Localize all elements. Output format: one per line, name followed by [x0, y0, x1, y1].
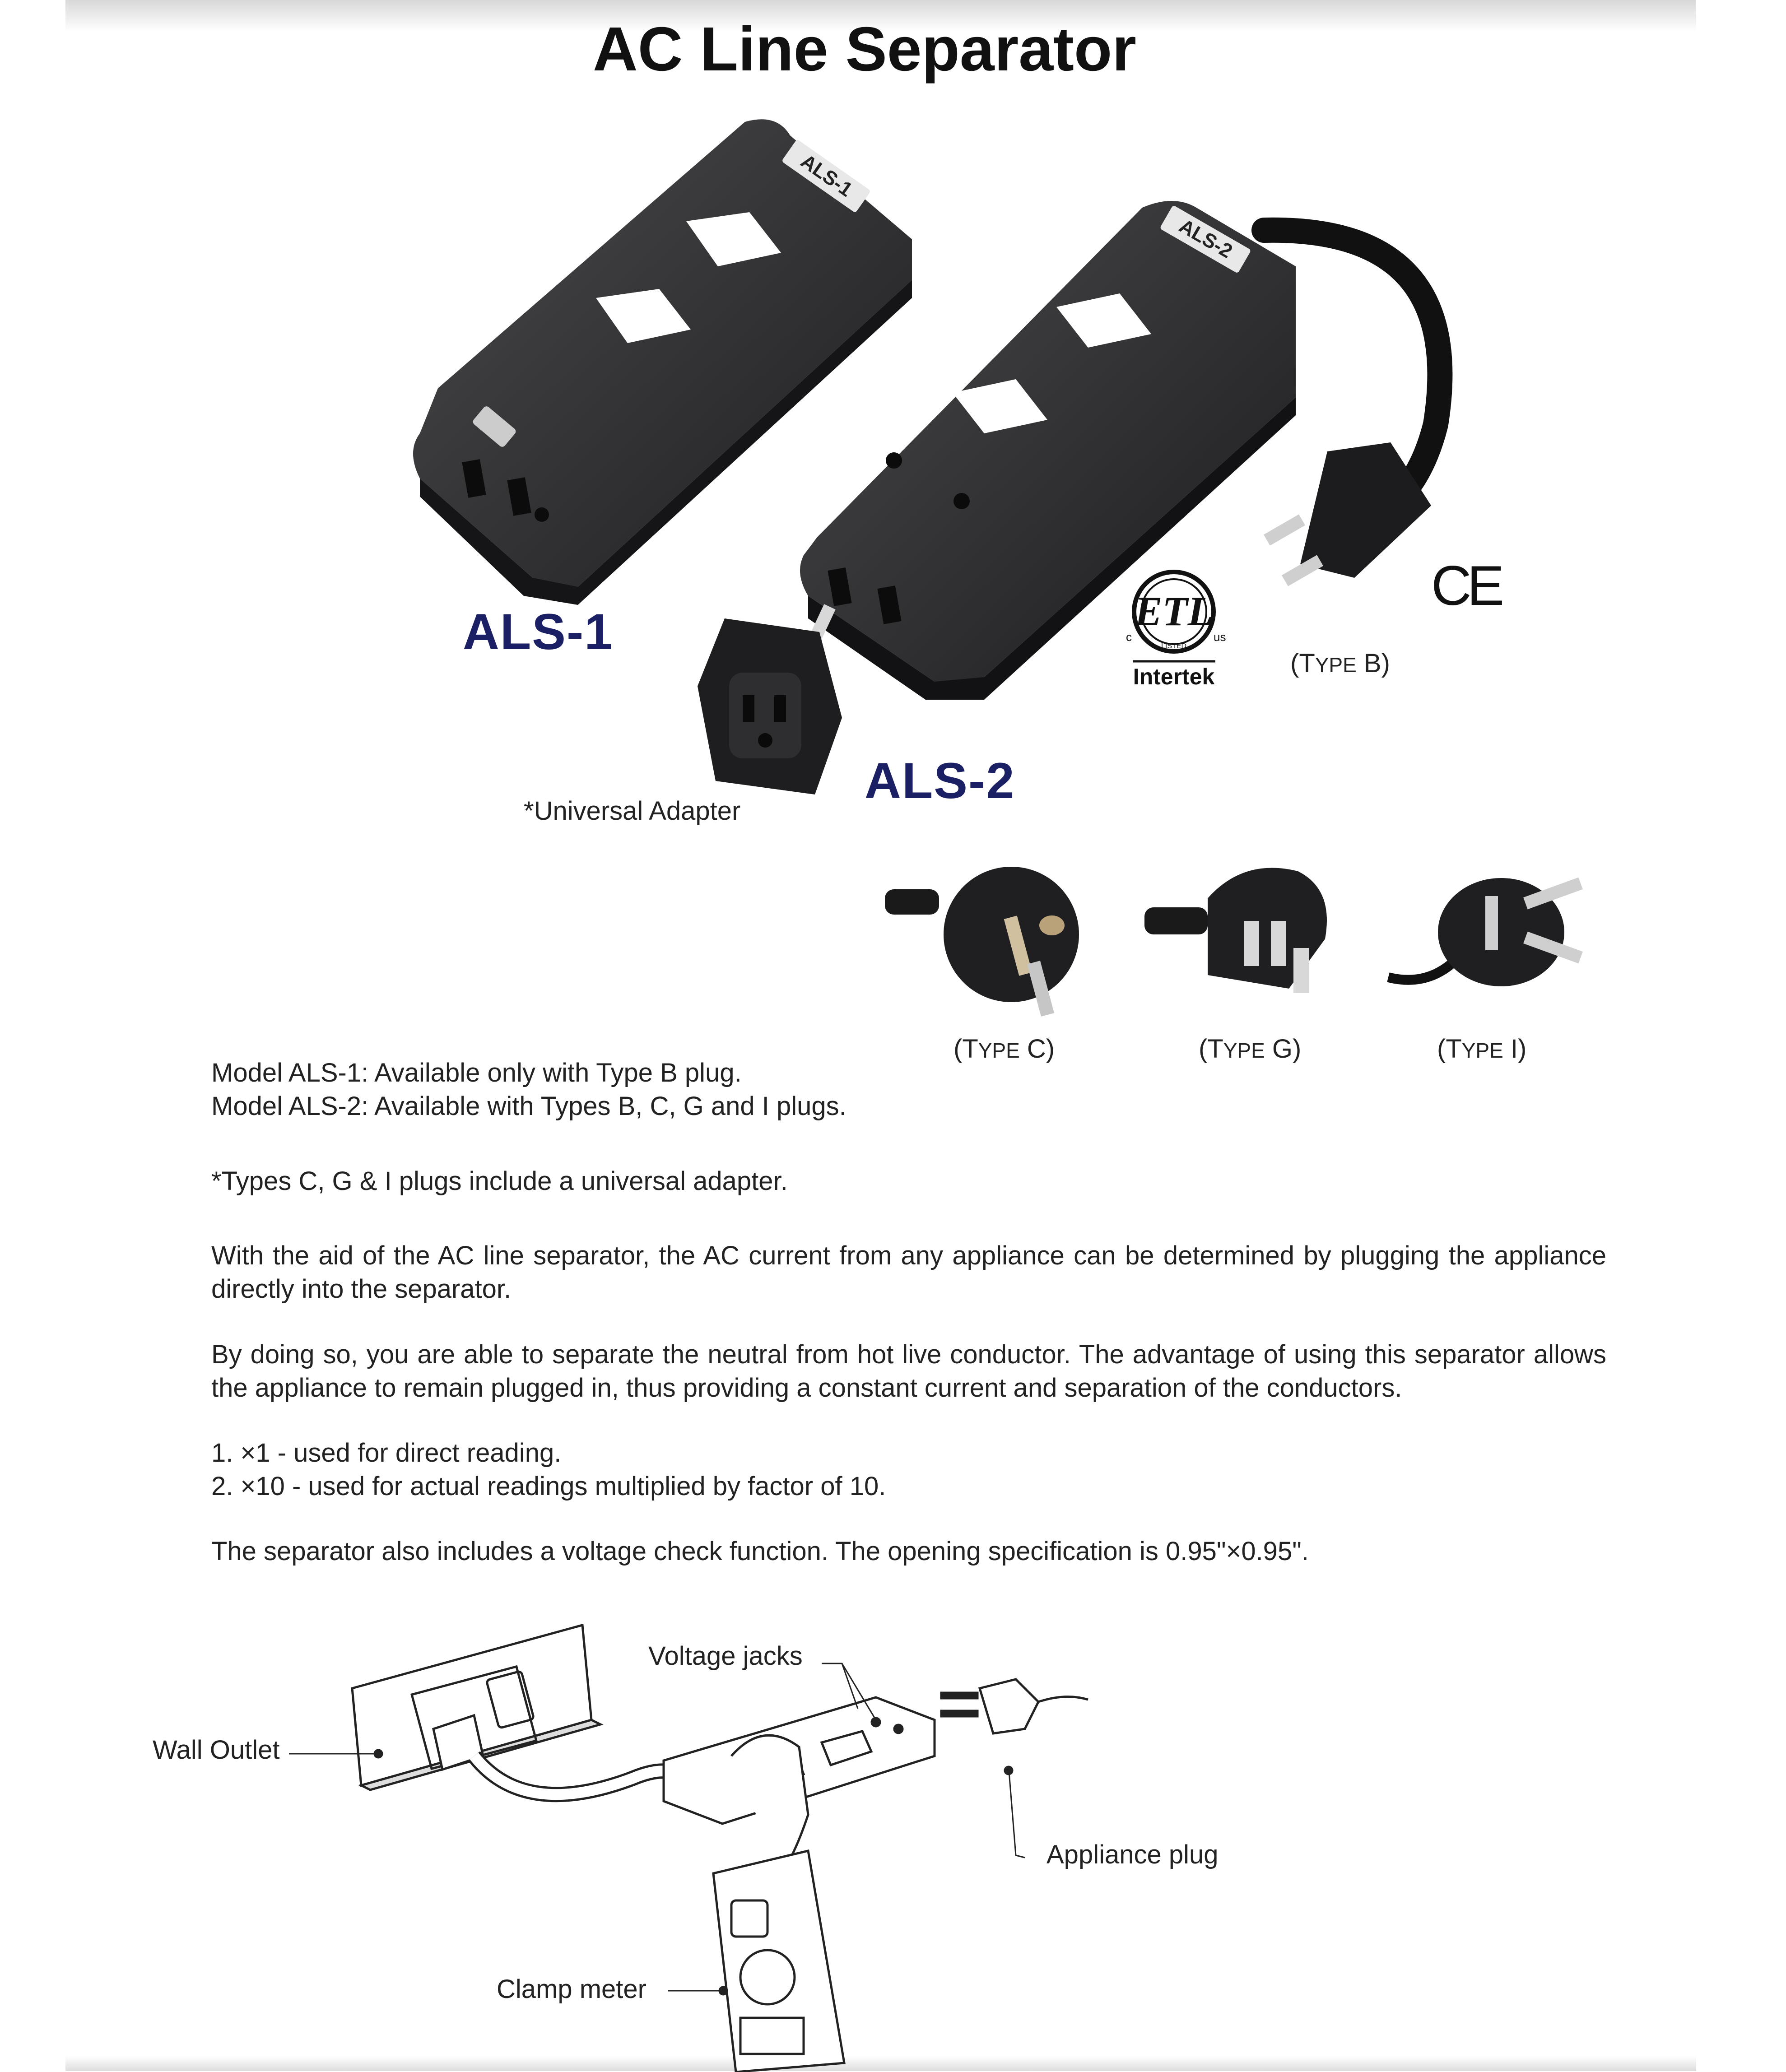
- ce-mark-text: CE: [1431, 555, 1502, 617]
- type-i-plug-image: [1387, 877, 1583, 986]
- etl-listed-mark: ETL c us LISTED Intertek: [1126, 570, 1226, 689]
- list-item-1: 1. ×1 - used for direct reading.: [211, 1438, 562, 1468]
- type-g-small: YPE: [1223, 1039, 1265, 1062]
- als1-device-image: ALS-1: [413, 119, 912, 605]
- appliance-plug-callout: Appliance plug: [1046, 1840, 1219, 1869]
- type-b-small: YPE: [1315, 653, 1357, 677]
- ce-mark: CE: [1431, 555, 1507, 617]
- type-g-suffix: G): [1265, 1034, 1302, 1064]
- voltage-jacks-callout: Voltage jacks: [648, 1641, 803, 1671]
- description-paragraph-2: By doing so, you are able to separate th…: [211, 1338, 1606, 1405]
- als2-device-image: ALS-2: [800, 201, 1453, 700]
- type-g-caption: (TYPE G): [1199, 1034, 1301, 1064]
- etl-listed-text: LISTED: [1161, 642, 1186, 650]
- usage-diagram: [289, 1623, 1088, 2072]
- type-i-prefix: (T: [1437, 1034, 1462, 1064]
- wall-outlet-callout: Wall Outlet: [153, 1735, 280, 1765]
- model-line-1: Model ALS-1: Available only with Type B …: [211, 1058, 742, 1087]
- type-i-caption: (TYPE I): [1437, 1034, 1526, 1064]
- type-g-plug-image: [1144, 868, 1327, 993]
- adapter-caption: *Universal Adapter: [524, 796, 741, 826]
- model-line-2: Model ALS-2: Available with Types B, C, …: [211, 1092, 846, 1121]
- list-item-2: 2. ×10 - used for actual readings multip…: [211, 1472, 886, 1501]
- type-g-prefix: (T: [1199, 1034, 1223, 1064]
- description-paragraph-1: With the aid of the AC line separator, t…: [211, 1239, 1606, 1306]
- type-i-suffix: I): [1503, 1034, 1527, 1064]
- description-paragraph-3: The separator also includes a voltage ch…: [211, 1535, 1606, 1568]
- page-title: AC Line Separator: [593, 14, 1136, 84]
- etl-c-text: c: [1126, 630, 1132, 644]
- para-3-text: The separator also includes a voltage ch…: [211, 1537, 1309, 1566]
- intertek-text: Intertek: [1133, 664, 1215, 689]
- type-b-caption: (TYPE B): [1290, 648, 1390, 678]
- adapter-note-text: *Types C, G & I plugs include a universa…: [211, 1166, 788, 1196]
- para-2-text: By doing so, you are able to separate th…: [211, 1340, 1606, 1403]
- type-c-small: YPE: [978, 1039, 1020, 1062]
- type-b-prefix: (T: [1290, 649, 1315, 678]
- top-shadow: [65, 0, 1696, 32]
- type-c-prefix: (T: [953, 1034, 978, 1064]
- type-c-suffix: C): [1019, 1034, 1055, 1064]
- adapter-note: *Types C, G & I plugs include a universa…: [211, 1165, 1606, 1198]
- clamp-meter-callout: Clamp meter: [497, 1974, 646, 2004]
- universal-adapter-image: [698, 604, 842, 794]
- type-c-plug-image: [885, 867, 1079, 1017]
- etl-us-text: us: [1214, 630, 1226, 644]
- range-list: 1. ×1 - used for direct reading. 2. ×10 …: [211, 1436, 1606, 1503]
- als1-label: ALS-1: [463, 604, 614, 660]
- model-availability: Model ALS-1: Available only with Type B …: [211, 1056, 1606, 1123]
- type-i-small: YPE: [1461, 1039, 1503, 1062]
- para-1-text: With the aid of the AC line separator, t…: [211, 1241, 1606, 1304]
- etl-mark-text: ETL: [1134, 588, 1213, 634]
- als2-label: ALS-2: [865, 753, 1015, 809]
- type-b-suffix: B): [1356, 649, 1390, 678]
- bottom-shadow: [65, 2056, 1696, 2071]
- type-c-caption: (TYPE C): [953, 1034, 1055, 1064]
